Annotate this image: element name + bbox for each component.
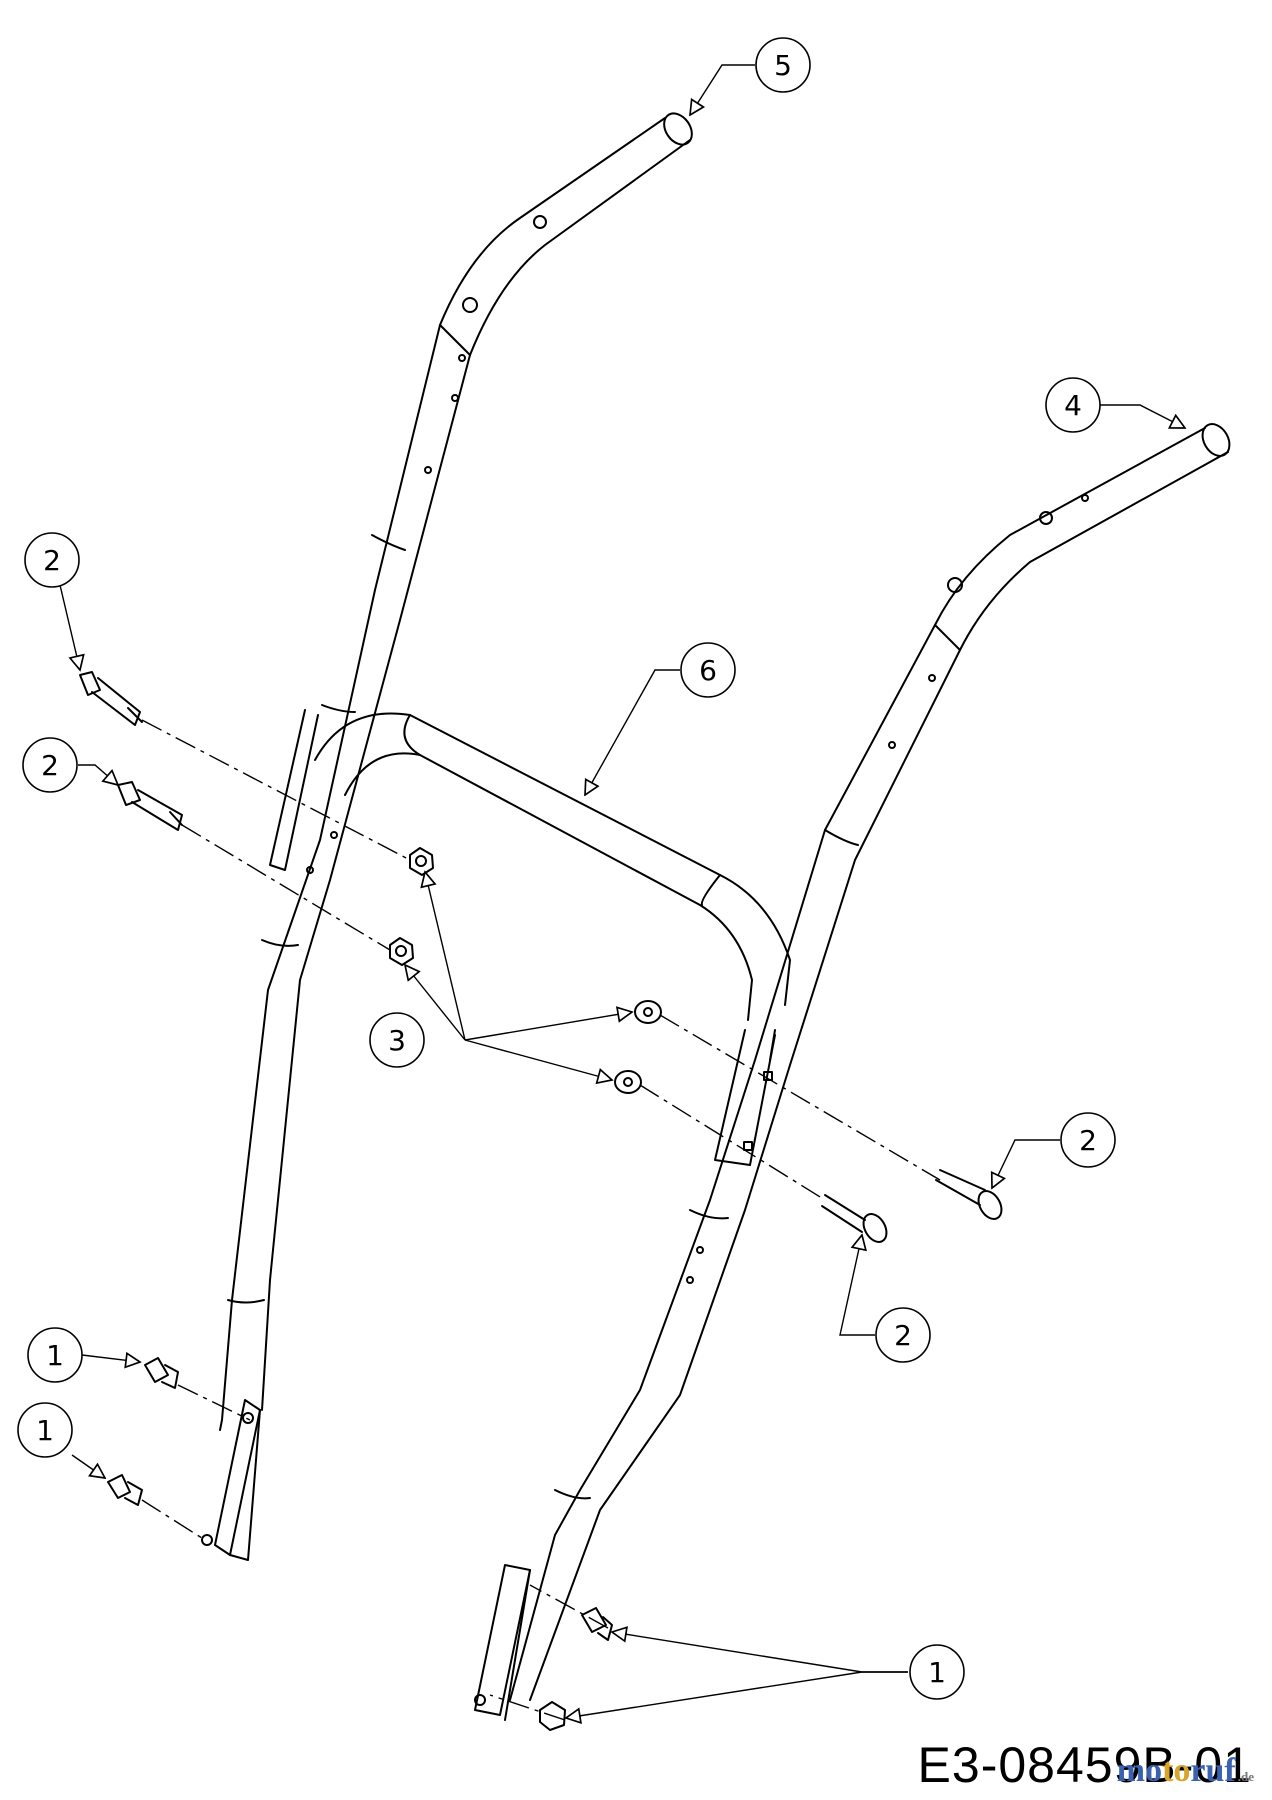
document-code: E3-08459B-01 [917,1737,1252,1793]
svg-text:2: 2 [894,1319,912,1352]
svg-text:6: 6 [699,654,717,687]
watermark-logo: motoruf.de [1116,1752,1254,1789]
svg-text:5: 5 [774,49,792,82]
bolt-part-2-upper-left [79,671,143,726]
bolt-part-1-a [144,1357,179,1389]
right-handle-part-4 [474,423,1231,1721]
callout-5: 5 [755,37,811,93]
callout-3: 3 [369,1012,425,1068]
bolt-part-2-right-upper [935,1169,1003,1220]
nut-part-3-b [389,937,414,966]
svg-text:1: 1 [46,1339,64,1372]
nut-part-3-d [614,1070,642,1094]
svg-text:2: 2 [43,544,61,577]
svg-text:2: 2 [41,749,59,782]
nut-part-3-c [634,1000,662,1024]
bolt-part-1-d [539,1701,566,1731]
callout-2-middle-left: 2 [22,737,78,793]
bolt-part-2-middle-left [117,781,183,831]
bolt-part-2-right-lower [821,1194,888,1243]
assembly-lines [141,719,941,1721]
bolt-part-1-b [107,1474,143,1506]
svg-text:3: 3 [388,1024,406,1057]
callout-6: 6 [680,642,736,698]
callout-4: 4 [1045,377,1101,433]
left-handle-part-5 [201,112,693,1561]
callout-2-upper-left: 2 [24,532,80,588]
callout-1-bottom-right: 1 [909,1644,965,1700]
nut-part-3-a [409,847,434,876]
callout-2-right-upper: 2 [1060,1112,1116,1168]
svg-text:1: 1 [36,1414,54,1447]
svg-text:2: 2 [1079,1124,1097,1157]
svg-text:4: 4 [1064,389,1082,422]
callout-2-right-lower: 2 [875,1307,931,1363]
svg-text:1: 1 [928,1656,946,1689]
cross-bar-part-6 [314,712,791,1021]
callout-1-lower-left: 1 [17,1402,73,1458]
callout-1-upper-left: 1 [27,1327,83,1383]
bolt-part-1-c [581,1607,613,1641]
leader-lines [59,64,1185,1718]
